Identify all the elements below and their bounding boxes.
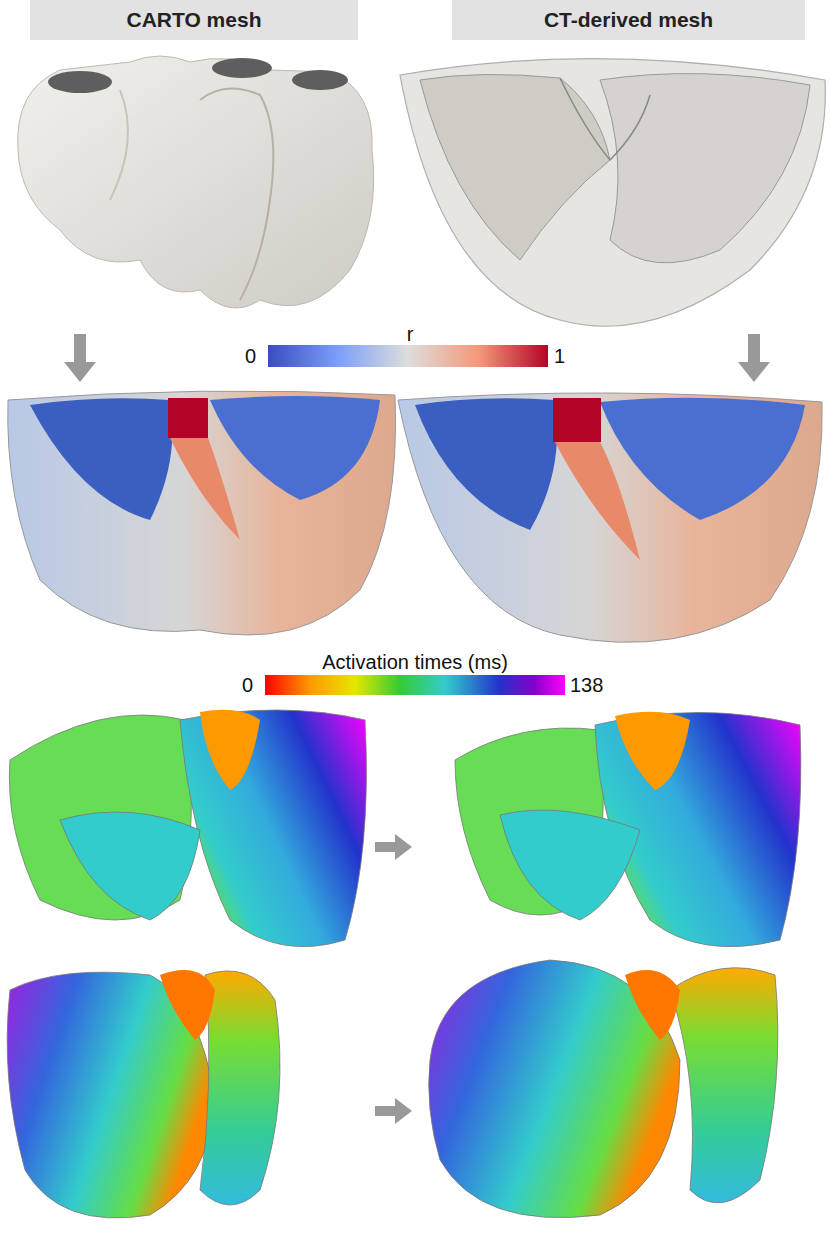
colorbar-max: 1 <box>554 345 565 368</box>
colorbar-max: 138 <box>570 674 603 697</box>
colorbar-title: r <box>407 323 414 346</box>
header-band: CT-derived mesh <box>452 0 805 40</box>
colorbar-min: 0 <box>245 345 256 368</box>
header-band: CARTO mesh <box>30 0 358 40</box>
colorbar-min: 0 <box>242 674 253 697</box>
panel-title: CT-derived mesh <box>544 8 713 32</box>
panel-title: CARTO mesh <box>127 8 262 32</box>
colorbar-title: Activation times (ms) <box>322 651 508 674</box>
